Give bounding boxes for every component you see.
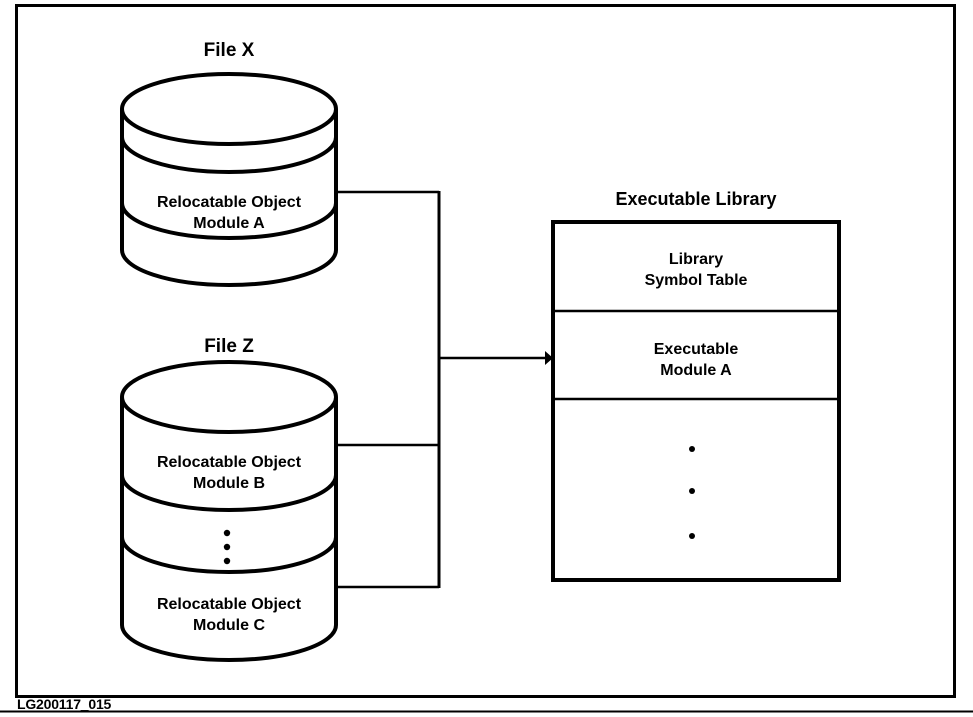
library-title: Executable Library: [615, 189, 777, 209]
flow-arrow: [439, 351, 553, 365]
ellipsis-dot: [689, 446, 695, 452]
file-x-band-line-lower: [120, 202, 338, 240]
file-z-module-c-line2: Module C: [193, 617, 265, 634]
file-x-cylinder-body: [120, 109, 338, 287]
library-ellipsis-dots: [689, 446, 695, 539]
ellipsis-dot: [223, 557, 231, 565]
file-x-title: File X: [203, 40, 255, 61]
flow-arrow-head: [545, 351, 553, 365]
file-x-module-label: Relocatable Object Module A: [122, 192, 336, 234]
ellipsis-dot: [689, 533, 695, 539]
library-symbol-table-line2: Symbol Table: [644, 272, 748, 289]
library-box: [551, 220, 841, 582]
file-z-cylinder-top: [120, 360, 338, 434]
file-z-band-line-upper: [120, 474, 338, 512]
file-z-module-b-label: Relocatable Object Module B: [122, 452, 336, 494]
library-module-a-line2: Module A: [660, 362, 732, 379]
connector-lines: [336, 190, 441, 589]
file-z-cylinder-body: [120, 397, 338, 662]
library-module-a-label: Executable Module A: [553, 339, 839, 381]
file-z-ellipsis-dots: [223, 529, 231, 565]
file-z-title: File Z: [204, 336, 254, 357]
library-box-outline: [551, 220, 841, 582]
ellipsis-dot: [223, 529, 231, 537]
figure-id: LG200117_015: [17, 696, 112, 712]
diagram-border: [15, 4, 956, 698]
file-x-module-line1: Relocatable Object: [156, 194, 302, 211]
file-z-module-b-line2: Module B: [193, 475, 265, 492]
file-z-cylinder: [120, 360, 338, 662]
file-z-band-line-lower: [120, 536, 338, 574]
library-symbol-table-label: Library Symbol Table: [553, 249, 839, 291]
ellipsis-dot: [223, 543, 231, 551]
file-x-cylinder: [120, 72, 338, 287]
file-z-module-b-line1: Relocatable Object: [156, 454, 302, 471]
ellipsis-dot: [689, 488, 695, 494]
file-z-module-c-line1: Relocatable Object: [156, 596, 302, 613]
file-z-module-c-label: Relocatable Object Module C: [122, 594, 336, 636]
library-module-a-line1: Executable: [653, 341, 739, 358]
file-x-cylinder-top: [120, 72, 338, 146]
file-x-band-line-upper: [120, 136, 338, 174]
library-symbol-table-line1: Library: [668, 251, 724, 268]
file-x-module-line2: Module A: [193, 215, 265, 232]
